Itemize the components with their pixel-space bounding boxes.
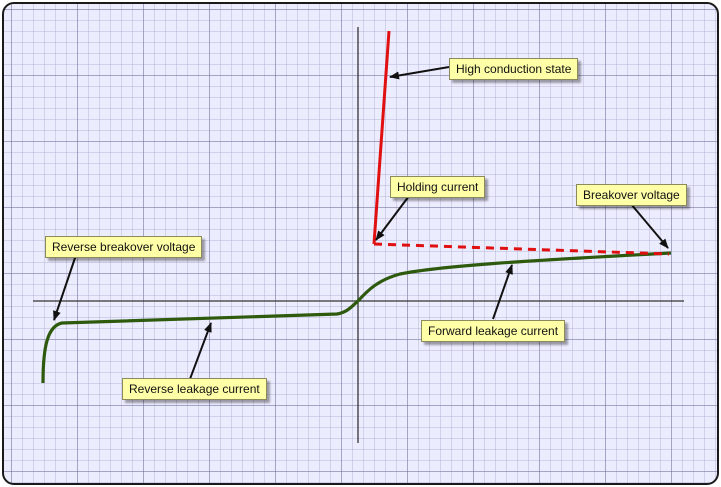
callout-breakover-voltage: Breakover voltage [576,184,687,206]
high-conduction-line [372,30,391,245]
reverse-leakage-curve [41,299,360,384]
forward-leakage-curve [356,251,672,303]
arrow-reverse-breakover [53,254,77,321]
callout-forward-leakage-current: Forward leakage current [421,320,566,342]
callout-holding-current: Holding current [390,176,486,198]
arrow-breakover-voltage [630,203,669,249]
callout-reverse-leakage-current: Reverse leakage current [122,378,267,400]
arrow-forward-leakage [492,264,513,320]
callout-high-conduction-state: High conduction state [449,58,579,80]
arrow-holding-current [375,195,410,241]
arrow-high-conduction [389,66,450,80]
negative-resistance-dashed-line [373,242,670,256]
arrow-reverse-leakage [189,322,212,380]
callout-reverse-breakover-voltage: Reverse breakover voltage [45,236,203,258]
